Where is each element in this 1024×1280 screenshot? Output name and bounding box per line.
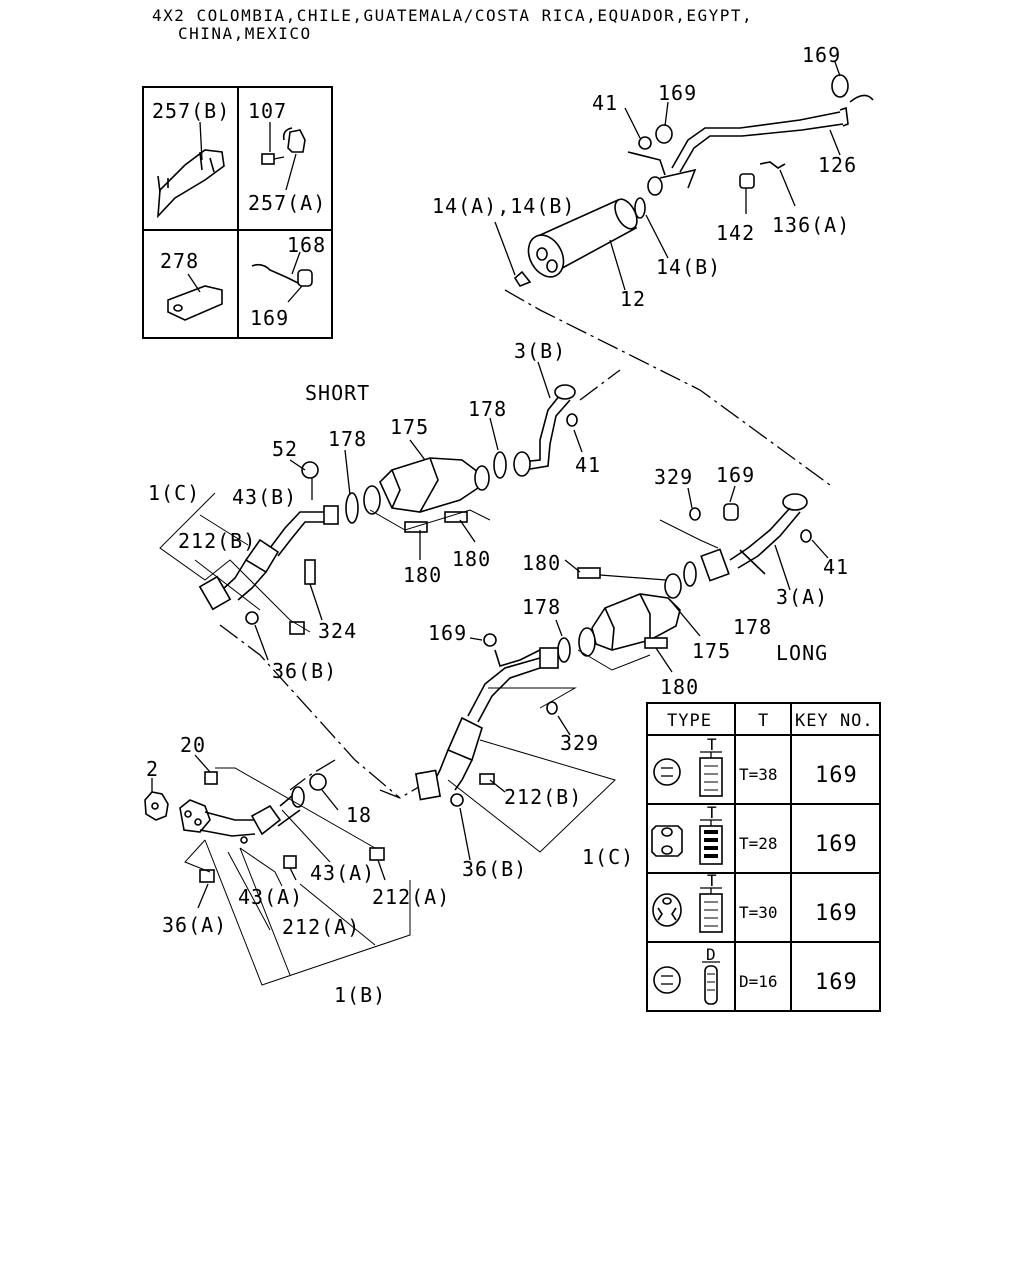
label-1c-upper: 1(C): [148, 481, 200, 505]
muffler-12: [494, 197, 669, 291]
label-278: 278: [160, 249, 199, 273]
label-43b: 43(B): [232, 485, 297, 509]
table-row-3-dim: T: [707, 871, 717, 890]
label-long: LONG: [776, 641, 828, 665]
catalytic-converter-short-175: [363, 439, 491, 560]
dash-short-to-lower: [219, 624, 401, 799]
label-3b: 3(B): [514, 339, 566, 363]
table-row: T T=28 169: [651, 803, 858, 865]
diagram-header: 4X2 COLOMBIA,CHILE,GUATEMALA/COSTA RICA,…: [152, 6, 753, 43]
label-180-l1: 180: [522, 551, 561, 575]
table-row-3-spec: T=30: [739, 903, 778, 922]
dash-muffler-to-short: [579, 369, 621, 401]
front-pipe-short-1c: [159, 449, 359, 661]
label-175-short: 175: [390, 415, 429, 439]
hook-257a: [261, 122, 306, 191]
label-43a-left: 43(A): [238, 885, 303, 909]
label-20: 20: [180, 733, 206, 757]
bracket-257b: [157, 121, 225, 219]
label-178-s2: 178: [328, 427, 367, 451]
label-329-long: 329: [560, 731, 599, 755]
dash-muffler-to-long: [504, 289, 831, 486]
label-169-long: 169: [428, 621, 467, 645]
label-14ab: 14(A),14(B): [432, 194, 575, 218]
header-line-2: CHINA,MEXICO: [178, 24, 312, 43]
inset-panel: 257(B) 107 257(A) 278 168 169: [142, 86, 333, 339]
label-short: SHORT: [305, 381, 370, 405]
table-row: T T=30 169: [652, 871, 858, 933]
label-2: 2: [146, 757, 159, 781]
label-180-l2: 180: [660, 675, 699, 699]
label-3a: 3(A): [776, 585, 828, 609]
cushion-278: [167, 273, 223, 321]
label-169-right: 169: [716, 463, 755, 487]
table-row-4-key: 169: [815, 970, 858, 995]
label-18: 18: [346, 803, 372, 827]
label-169-inset: 169: [250, 306, 289, 330]
catalytic-converter-long-175: [564, 559, 701, 673]
label-14b: 14(B): [656, 255, 721, 279]
label-43a-right: 43(A): [310, 861, 375, 885]
label-212a-left: 212(A): [282, 915, 360, 939]
label-257b: 257(B): [152, 99, 230, 123]
dash-lower-join: [379, 784, 423, 799]
label-212b-lower: 212(B): [504, 785, 582, 809]
hanger-type-table: TYPE T KEY NO. T T=38 169: [646, 702, 881, 1012]
label-36b-lower: 36(B): [462, 857, 527, 881]
label-142: 142: [716, 221, 755, 245]
label-1c-lower: 1(C): [582, 845, 634, 869]
label-324: 324: [318, 619, 357, 643]
table-row-1-dim: T: [707, 735, 717, 754]
table-header-t: T: [758, 711, 769, 731]
table-row-2-spec: T=28: [739, 834, 778, 853]
exhaust-pipe-1b: [144, 754, 411, 986]
table-row-4-dim: D: [706, 945, 716, 964]
label-169-top: 169: [802, 43, 841, 67]
label-52: 52: [272, 437, 298, 461]
table-row-1-spec: T=38: [739, 765, 778, 784]
label-41-mid: 41: [575, 453, 601, 477]
label-41-right: 41: [823, 555, 849, 579]
label-180-s1: 180: [403, 563, 442, 587]
table-header-type: TYPE: [667, 711, 712, 731]
label-329-right: 329: [654, 465, 693, 489]
label-12: 12: [620, 287, 646, 311]
table-row-2-dim: T: [707, 803, 717, 822]
label-169-top2: 169: [658, 81, 697, 105]
hanger-168: [251, 251, 313, 303]
label-136a: 136(A): [772, 213, 850, 237]
front-pipe-long-1c: [414, 619, 616, 861]
table-row-4-spec: D=16: [739, 972, 778, 991]
label-126: 126: [818, 153, 857, 177]
header-line-1: 4X2 COLOMBIA,CHILE,GUATEMALA/COSTA RICA,…: [152, 6, 753, 25]
label-180-s2: 180: [452, 547, 491, 571]
label-178-s1: 178: [468, 397, 507, 421]
table-row: T T=38 169: [653, 735, 858, 797]
table-header-key-no: KEY NO.: [795, 711, 874, 731]
label-178-l1: 178: [522, 595, 561, 619]
table-row-3-key: 169: [815, 901, 858, 926]
table-row-1-key: 169: [815, 763, 858, 788]
label-36b-upper: 36(B): [272, 659, 337, 683]
label-212a-right: 212(A): [372, 885, 450, 909]
label-36a: 36(A): [162, 913, 227, 937]
tail-pipe-126: [624, 61, 874, 214]
label-178-l2: 178: [733, 615, 772, 639]
label-257a: 257(A): [248, 191, 326, 215]
pipe-3a: [659, 485, 829, 591]
label-175-long: 175: [692, 639, 731, 663]
dash-lower-split: [289, 759, 336, 791]
label-1b: 1(B): [334, 983, 386, 1007]
label-212b-upper: 212(B): [178, 529, 256, 553]
label-107: 107: [248, 99, 287, 123]
label-41-top: 41: [592, 91, 618, 115]
table-row-2-key: 169: [815, 832, 858, 857]
label-168: 168: [287, 233, 326, 257]
pipe-3b: [489, 361, 583, 479]
table-row: D D=16 169: [653, 945, 858, 1005]
